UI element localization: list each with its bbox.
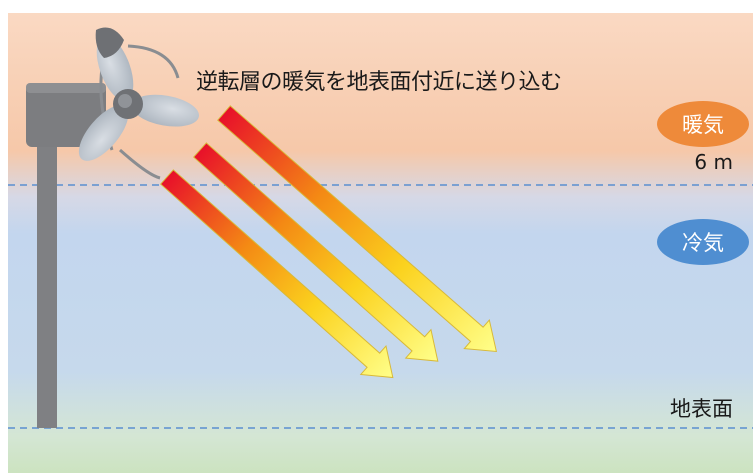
fan-pole	[37, 118, 57, 428]
height-label: 6 m	[694, 150, 733, 174]
airflow-arrow	[159, 169, 394, 379]
ground-surface-label: 地表面	[670, 397, 733, 421]
diagram-caption: 逆転層の暖気を地表面付近に送り込む	[196, 70, 562, 95]
fan-blade	[131, 94, 200, 127]
fan-blade	[78, 105, 129, 161]
airflow-arrow	[192, 142, 439, 362]
fan-motor-housing	[26, 83, 106, 147]
warm-air-badge: 暖気	[657, 101, 749, 147]
airflow-arrow	[217, 105, 498, 353]
cold-air-badge: 冷気	[657, 219, 749, 265]
fan-icon	[26, 27, 200, 180]
